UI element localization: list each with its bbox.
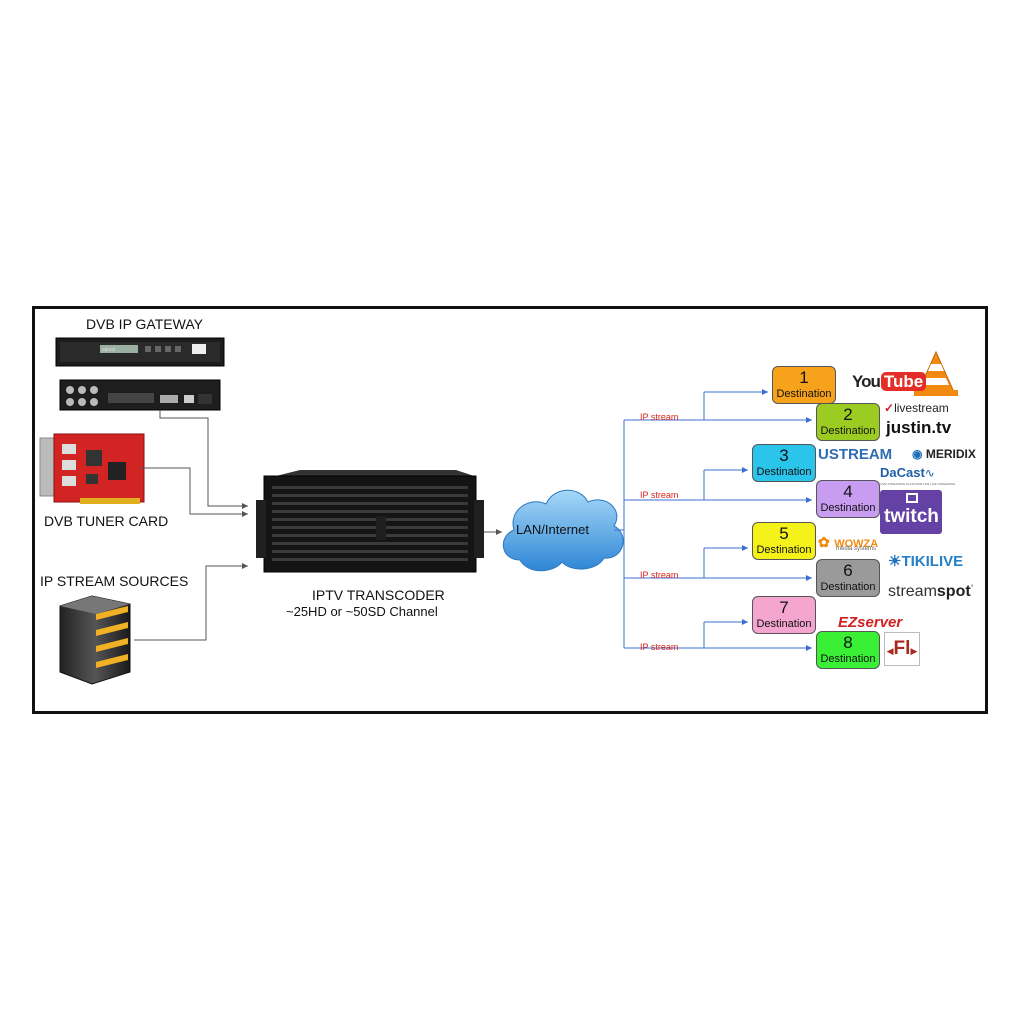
meridix-logo-text: MERIDIX (925, 447, 976, 461)
destination-number: 4 (843, 482, 853, 501)
livestream-logo: ✓livestream (884, 401, 949, 415)
wowza-tagline: media systems (836, 546, 877, 552)
stream-label-4: IP stream (640, 642, 679, 652)
ip-source-wire (134, 563, 248, 641)
ip-stream-sources-label: IP STREAM SOURCES (40, 573, 189, 589)
dacast-logo-text: DaCast (880, 465, 925, 480)
justin-tv-logo: justin.tv (886, 418, 952, 437)
tuner-wire (140, 467, 248, 517)
iptv-transcoder-server (256, 470, 484, 573)
destination-box-4: 4 Destination (816, 480, 880, 518)
streamspot-logo-spot: spot (936, 583, 971, 600)
destination-word: Destination (776, 388, 832, 400)
youtube-logo-tube: Tube (880, 372, 927, 391)
twitch-logo: twitch (880, 490, 942, 534)
transcoder-title: IPTV TRANSCODER (312, 587, 445, 603)
destination-box-1: 1 Destination (772, 366, 836, 404)
destination-box-7: 7 Destination (752, 596, 816, 634)
ezserver-logo: EZserver (838, 614, 903, 631)
destination-word: Destination (820, 653, 876, 665)
livestream-logo-text: livestream (894, 401, 949, 415)
destination-number: 1 (799, 368, 809, 387)
destination-number: 3 (779, 446, 789, 465)
twitch-logo-text: twitch (884, 506, 939, 527)
dvb-ip-gateway-device (55, 337, 225, 411)
destination-word: Destination (820, 425, 876, 437)
destination-number: 6 (843, 561, 853, 580)
diagram-frame (32, 306, 988, 714)
stream-label-1: IP stream (640, 412, 679, 422)
destination-word: Destination (756, 466, 812, 478)
dvb-tuner-card-label: DVB TUNER CARD (44, 513, 169, 529)
destination-box-5: 5 Destination (752, 522, 816, 560)
dacast-logo: DaCast∿ LIVE STREAMING PLATFORM FOR LIVE… (880, 465, 956, 486)
destination-box-2: 2 Destination (816, 403, 880, 441)
destination-word: Destination (756, 618, 812, 630)
destination-word: Destination (756, 544, 812, 556)
destination-word: Destination (820, 581, 876, 593)
ip-stream-server-device (59, 595, 131, 685)
destination-number: 5 (779, 524, 789, 543)
tikilive-logo-text: TIKILIVE (901, 553, 964, 570)
fl-logo-text: Fl (893, 638, 911, 659)
destination-word: Destination (820, 502, 876, 514)
gateway-wire (159, 410, 248, 509)
dvb-tuner-card-device (39, 433, 145, 504)
gateway-brand-text: alpsat (102, 347, 116, 353)
destination-box-3: 3 Destination (752, 444, 816, 482)
flash-fl-logo: ◀Fl▶ (884, 632, 920, 666)
dvb-ip-gateway-label: DVB IP GATEWAY (86, 316, 203, 332)
wowza-logo: ✿ WOWZA media systems (818, 534, 879, 552)
youtube-logo-you: You (852, 372, 881, 391)
stream-label-3: IP stream (640, 570, 679, 580)
destination-box-8: 8 Destination (816, 631, 880, 669)
transcoder-subtitle: ~25HD or ~50SD Channel (286, 604, 438, 619)
wowza-logo-text: WOWZA (834, 538, 879, 550)
lan-internet-cloud (503, 489, 624, 572)
meridix-logo: ◉ MERIDIX (912, 447, 976, 461)
dacast-tagline: LIVE STREAMING PLATFORM FOR LIVE STREAMI… (880, 482, 956, 486)
cloud-label: LAN/Internet (516, 522, 589, 537)
destination-number: 2 (843, 405, 853, 424)
destination-number: 7 (779, 598, 789, 617)
vlc-cone-icon (914, 350, 958, 396)
stream-label-2: IP stream (640, 490, 679, 500)
tikilive-logo: ☀TIKILIVE (888, 553, 964, 570)
ustream-logo: USTREAM (818, 446, 893, 463)
streamspot-logo: streamspot° (888, 583, 974, 600)
destination-number: 8 (843, 633, 853, 652)
streamspot-logo-stream: stream (888, 583, 937, 600)
destination-box-6: 6 Destination (816, 559, 880, 597)
